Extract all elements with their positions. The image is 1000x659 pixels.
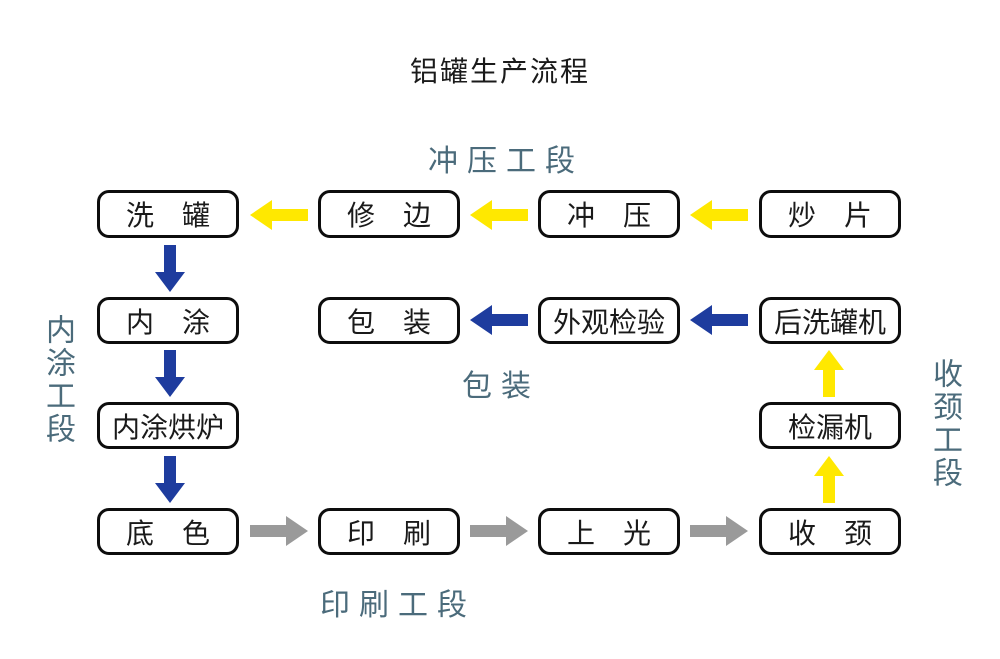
- arrow-sheet-to-stamp-icon: [690, 200, 748, 230]
- arrow-basecolor-to-printing-icon: [250, 516, 308, 546]
- arrow-trim-to-wash-icon: [250, 200, 308, 230]
- arrow-necking-to-leakdetector-icon: [814, 456, 844, 503]
- box-appearance-inspection: 外观检验: [538, 297, 680, 344]
- box-varnishing: 上 光: [538, 508, 680, 555]
- arrow-leakdetector-to-postwash-icon: [814, 350, 844, 397]
- box-wash-can: 洗 罐: [97, 190, 239, 238]
- box-packaging: 包 装: [318, 297, 460, 344]
- box-leak-detector: 检漏机: [759, 402, 901, 449]
- box-stamping: 冲 压: [538, 190, 680, 238]
- arrow-innercoat-to-oven-icon: [155, 350, 185, 397]
- diagram-title: 铝罐生产流程: [409, 56, 590, 87]
- arrow-inspection-to-packaging-icon: [470, 305, 528, 335]
- arrow-printing-to-varnish-icon: [470, 516, 528, 546]
- box-trim: 修 边: [318, 190, 460, 238]
- arrow-postwash-to-inspection-icon: [690, 305, 748, 335]
- box-post-wash-machine: 后洗罐机: [759, 297, 901, 344]
- section-label-inner-coating: 内涂工段: [41, 314, 74, 446]
- box-printing: 印 刷: [318, 508, 460, 555]
- section-label-packaging: 包装: [462, 370, 540, 403]
- arrow-varnish-to-necking-icon: [690, 516, 748, 546]
- box-base-color: 底 色: [97, 508, 239, 555]
- section-label-necking: 收颈工段: [928, 358, 961, 490]
- section-label-printing: 印刷工段: [320, 589, 476, 622]
- arrow-oven-to-basecolor-icon: [155, 456, 185, 503]
- box-inner-coating: 内 涂: [97, 297, 239, 344]
- box-necking: 收 颈: [759, 508, 901, 555]
- arrow-wash-to-innercoat-icon: [155, 245, 185, 292]
- box-inner-coating-oven: 内涂烘炉: [97, 402, 239, 449]
- arrow-stamp-to-trim-icon: [470, 200, 528, 230]
- box-sheet-frying: 炒 片: [759, 190, 901, 238]
- section-label-stamping: 冲压工段: [428, 145, 584, 178]
